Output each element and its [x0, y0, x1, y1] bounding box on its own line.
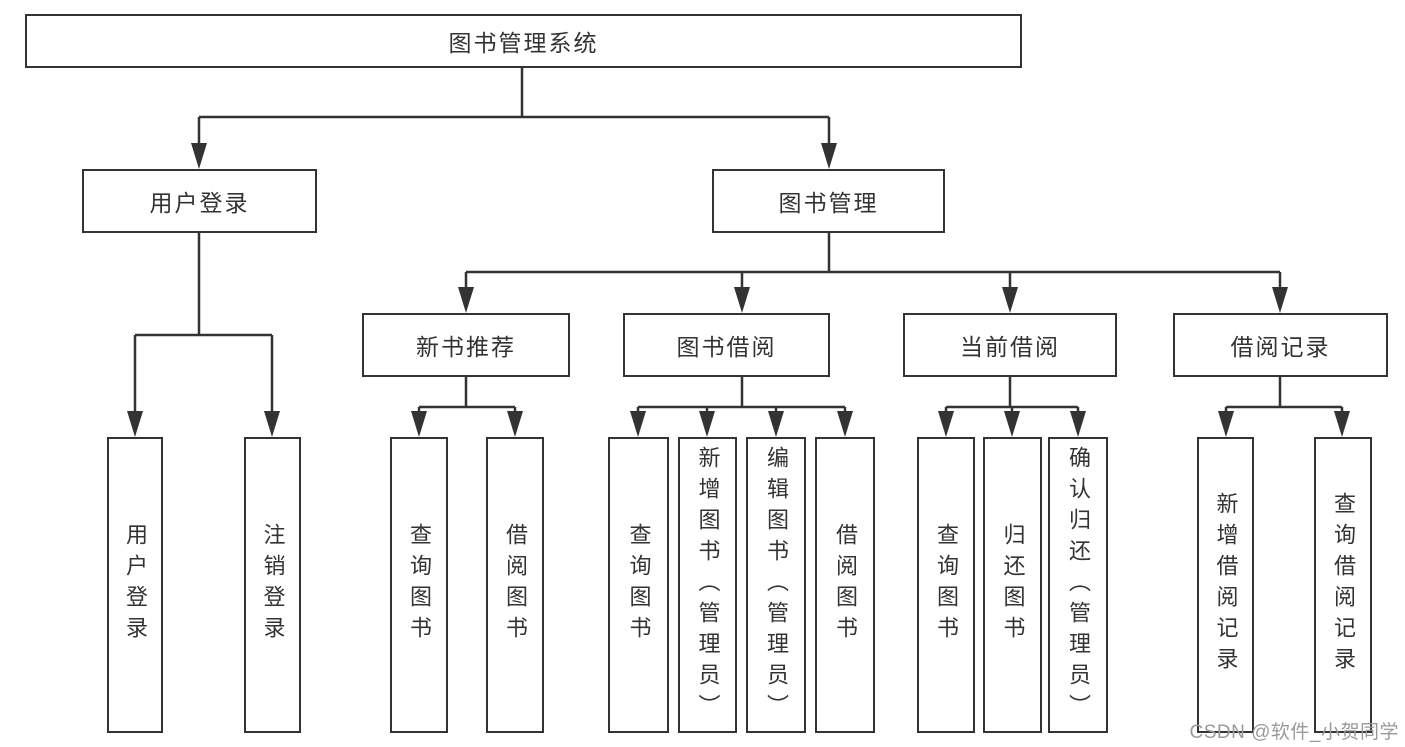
- arrow-icon: [938, 411, 954, 437]
- current-borrow-branch-line: [944, 377, 1080, 415]
- leaf-bb-query-book: 查询图书: [608, 437, 669, 733]
- arrow-icon: [768, 411, 784, 437]
- root-branch-line: [197, 68, 831, 150]
- node-library-system: 图书管理系统: [25, 14, 1022, 68]
- leaf-logout: 注销登录: [244, 437, 301, 733]
- leaf-bb-edit-book-admin: 编辑图书（管理员）: [746, 437, 806, 733]
- arrow-icon: [837, 411, 853, 437]
- leaf-bb-borrow-book: 借阅图书: [815, 437, 875, 733]
- node-user-login: 用户登录: [82, 169, 317, 233]
- node-book-management: 图书管理: [712, 169, 945, 233]
- arrow-icon: [1334, 411, 1350, 437]
- node-book-borrow: 图书借阅: [623, 313, 830, 377]
- node-borrow-records: 借阅记录: [1173, 313, 1388, 377]
- arrow-icon: [1004, 411, 1020, 437]
- arrow-icon: [821, 143, 837, 169]
- watermark: CSDN @软件_小贺同学: [1189, 722, 1399, 743]
- arrow-icon: [1002, 287, 1018, 313]
- borrow-record-branch-line: [1224, 377, 1344, 415]
- leaf-bb-add-book-admin: 新增图书（管理员）: [678, 437, 737, 733]
- arrow-icon: [1070, 411, 1086, 437]
- leaf-nb-borrow-book: 借阅图书: [486, 437, 544, 733]
- arrow-icon: [458, 287, 474, 313]
- new-book-branch-line: [417, 377, 517, 415]
- arrow-icon: [630, 411, 646, 437]
- node-current-borrow: 当前借阅: [903, 313, 1117, 377]
- node-new-book-recommend: 新书推荐: [362, 313, 570, 377]
- leaf-cb-query-book: 查询图书: [917, 437, 975, 733]
- leaf-user-login: 用户登录: [107, 437, 163, 733]
- leaf-br-add-record: 新增借阅记录: [1197, 437, 1254, 733]
- book-borrow-branch-line: [636, 377, 847, 415]
- arrow-icon: [734, 287, 750, 313]
- leaf-cb-return-book: 归还图书: [983, 437, 1042, 733]
- arrow-icon: [411, 411, 427, 437]
- arrow-icon: [1272, 287, 1288, 313]
- arrow-icon: [191, 143, 207, 169]
- arrow-icon: [127, 411, 143, 437]
- arrow-icon: [1218, 411, 1234, 437]
- leaf-cb-confirm-return-admin: 确认归还（管理员）: [1048, 437, 1108, 733]
- leaf-nb-query-book: 查询图书: [390, 437, 448, 733]
- arrow-icon: [699, 411, 715, 437]
- leaf-br-query-record: 查询借阅记录: [1314, 437, 1372, 733]
- arrow-icon: [264, 411, 280, 437]
- user-login-branch-line: [133, 233, 274, 415]
- arrow-icon: [507, 411, 523, 437]
- book-management-branch-line: [464, 233, 1282, 294]
